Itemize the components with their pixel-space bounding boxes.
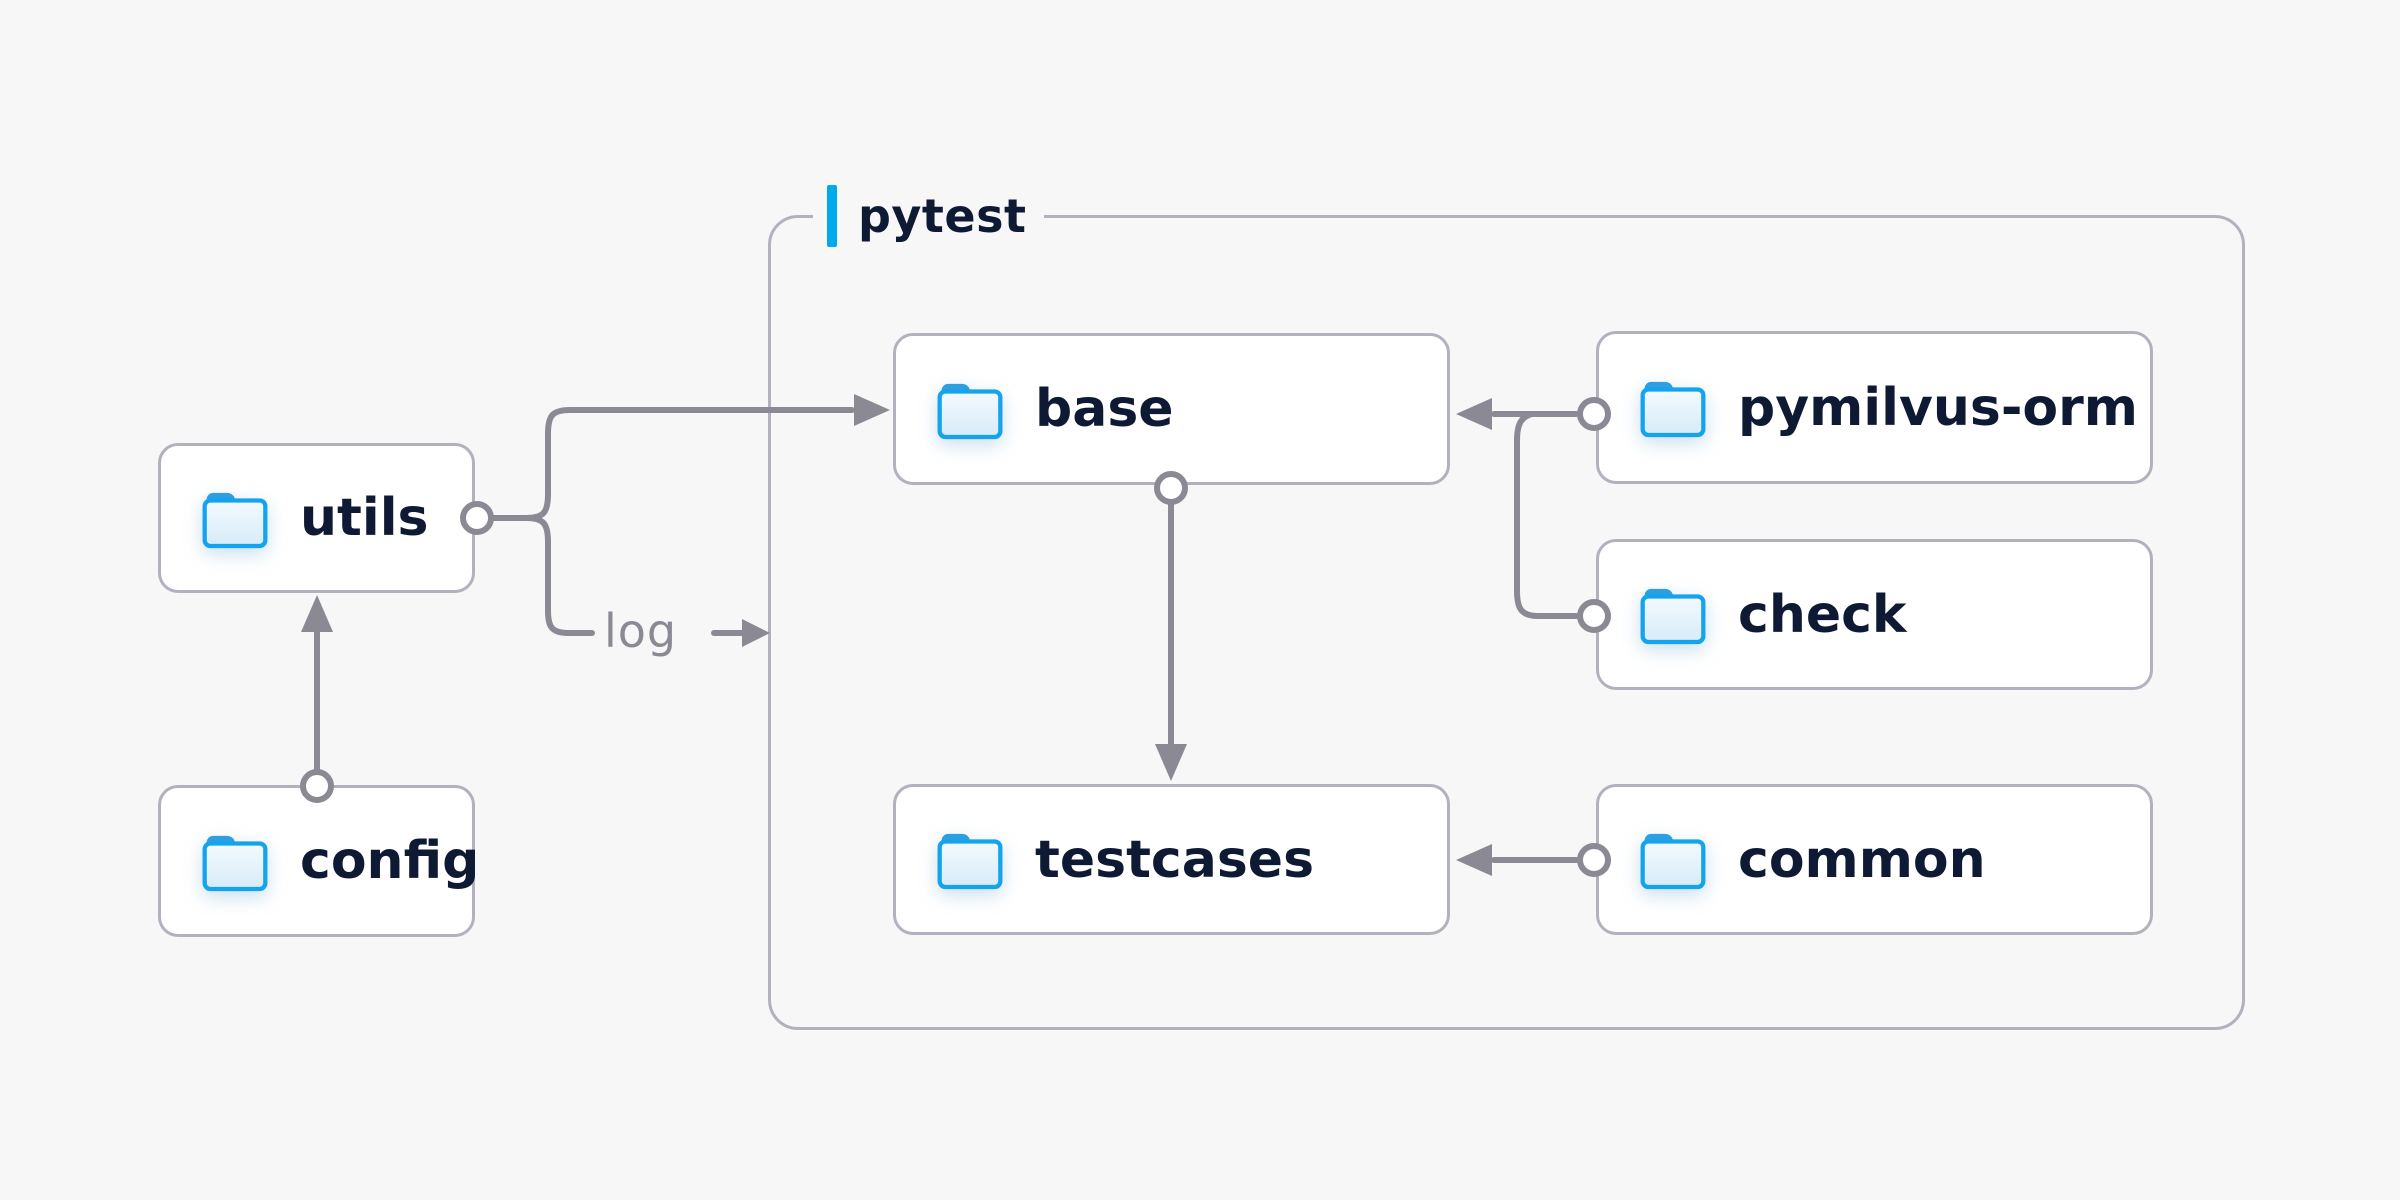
node-label: utils (300, 488, 429, 548)
node-config: config (158, 785, 479, 937)
folder-icon (199, 487, 271, 550)
pytest-group-label: pytest (813, 182, 1045, 250)
folder-icon (1637, 583, 1709, 646)
node-check: check (1596, 539, 2153, 690)
node-label: common (1738, 829, 1986, 890)
node-label: config (300, 831, 480, 891)
folder-icon (934, 828, 1006, 891)
folder-icon (1637, 828, 1709, 891)
node-label: check (1738, 584, 1907, 645)
node-common: common (1596, 784, 2153, 935)
node-label: pymilvus-orm (1738, 377, 2138, 438)
node-base: base (893, 333, 1450, 485)
node-utils: utils (158, 443, 475, 593)
edge-config-to-utils (300, 595, 334, 803)
edge-label-log: log (604, 603, 678, 658)
accent-bar (827, 185, 837, 247)
node-pymilvus-orm: pymilvus-orm (1596, 331, 2153, 484)
node-label: base (1035, 379, 1174, 439)
node-label: testcases (1035, 829, 1315, 890)
pytest-group-title: pytest (858, 189, 1027, 243)
folder-icon (934, 378, 1006, 441)
folder-icon (1637, 376, 1709, 439)
folder-icon (199, 830, 271, 893)
node-testcases: testcases (893, 784, 1450, 935)
